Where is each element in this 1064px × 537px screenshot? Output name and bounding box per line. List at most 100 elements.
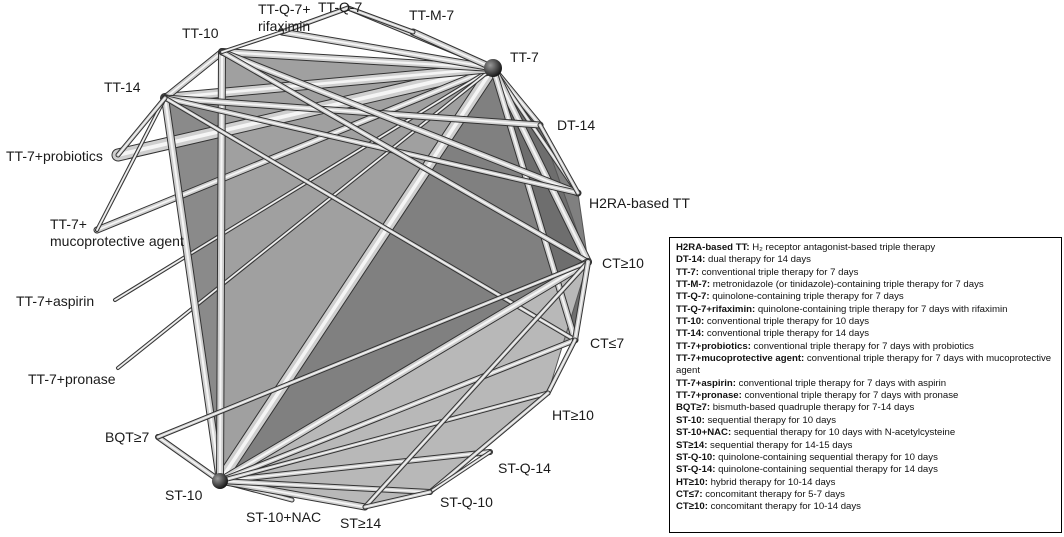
- edge-tt14-dt14: [161, 94, 544, 129]
- node-label-st10: ST-10: [165, 487, 203, 503]
- node-st10: [212, 473, 228, 489]
- legend-term: ST-10+NAC:: [676, 427, 732, 439]
- edge-tt10-h2ra: [218, 48, 582, 197]
- legend-row: ST-10+NAC: sequential therapy for 10 day…: [676, 427, 1055, 439]
- edge-tt7-st10: [214, 62, 499, 487]
- legend-row: TT-Q-7: quinolone-containing triple ther…: [676, 291, 1055, 303]
- edge-ttmuco-tt14: [95, 96, 167, 232]
- edges-layer: [93, 5, 592, 511]
- node-tt7: [484, 59, 502, 77]
- edge-tt7-ct10: [489, 64, 592, 266]
- node-label-h2ra: H2RA-based TT: [589, 195, 690, 211]
- legend-row: CT≤7: concomitant therapy for 5-7 days: [676, 489, 1055, 501]
- legend-row: ST-Q-14: quinolone-containing sequential…: [676, 464, 1055, 476]
- legend-desc: conventional triple therapy for 14 days: [704, 328, 870, 340]
- node-label-ht10: HT≥10: [552, 407, 594, 423]
- edge-ttprob-tt14: [115, 95, 168, 158]
- legend-desc: H₂ receptor antagonist-based triple ther…: [749, 242, 936, 253]
- legend-desc: quinolone-containing triple therapy for …: [709, 291, 904, 303]
- legend-desc: bismuth-based quadruple therapy for 7-14…: [710, 402, 915, 414]
- legend-term: TT-10:: [676, 316, 705, 328]
- legend-row: TT-7+aspirin: conventional triple therap…: [676, 378, 1055, 390]
- legend-desc: conventional triple therapy for 7 days w…: [676, 353, 1052, 377]
- node-label-ttqrif: TT-Q-7+rifaximin: [258, 1, 311, 34]
- node-label-stq14: ST-Q-14: [498, 460, 551, 476]
- node-label-tt14: TT-14: [104, 79, 141, 95]
- legend-desc: sequential therapy for 14-15 days: [707, 439, 853, 451]
- legend-term: H2RA-based TT:: [676, 242, 750, 253]
- legend-row: H2RA-based TT: H₂ receptor antagonist-ba…: [676, 242, 1055, 254]
- node-label-st14: ST≥14: [340, 515, 381, 531]
- legend-term: ST-Q-10:: [676, 451, 716, 463]
- edge-tt10-tt7: [218, 48, 497, 72]
- legend-term: TT-7+aspirin:: [676, 377, 736, 389]
- legend-term: TT-Q-7+rifaximin:: [676, 303, 756, 315]
- legend-row: ST-10: sequential therapy for 10 days: [676, 415, 1055, 427]
- legend-desc: conventional triple therapy for 7 days w…: [750, 340, 974, 352]
- edge-dt14-h2ra: [537, 122, 581, 196]
- legend-term: TT-7+probiotics:: [676, 340, 751, 352]
- legend-row: TT-7: conventional triple therapy for 7 …: [676, 267, 1055, 279]
- legend-desc: quinolone-containing sequential therapy …: [715, 451, 938, 463]
- node-label-dt14: DT-14: [557, 117, 595, 133]
- legend-row: ST≥14: sequential therapy for 14-15 days: [676, 440, 1055, 452]
- legend-row: DT-14: dual therapy for 14 days: [676, 254, 1055, 266]
- legend-row: CT≥10: concomitant therapy for 10-14 day…: [676, 501, 1055, 513]
- node-label-tt10: TT-10: [182, 25, 219, 41]
- edge-ttq7-ttm7: [345, 5, 416, 35]
- node-label-ct10: CT≥10: [602, 255, 644, 271]
- edge-ttmuco-tt7: [93, 64, 497, 234]
- edge-st10-ct10: [216, 258, 592, 485]
- legend-term: CT≤7:: [676, 488, 703, 500]
- edge-ct7-ht10: [545, 337, 578, 396]
- legend-row: TT-M-7: metronidazole (or tinidazole)-co…: [676, 279, 1055, 291]
- legend-row: TT-7+mucoprotective agent: conventional …: [676, 353, 1055, 378]
- legend-term: HT≥10:: [676, 476, 708, 488]
- node-label-stq10: ST-Q-10: [440, 494, 493, 510]
- legend-term: TT-7+mucoprotective agent:: [676, 353, 805, 365]
- legend-row: TT-7+pronase: conventional triple therap…: [676, 390, 1055, 402]
- legend-term: TT-14:: [676, 328, 705, 340]
- edge-tt10-ttqrif: [220, 30, 284, 54]
- node-label-st10nac: ST-10+NAC: [246, 509, 321, 525]
- legend-row: TT-14: conventional triple therapy for 1…: [676, 328, 1055, 340]
- node-label-ttprob: TT-7+probiotics: [6, 148, 103, 164]
- node-label-ttasp: TT-7+aspirin: [16, 293, 94, 309]
- edge-tt14-ct7: [162, 95, 578, 343]
- legend-term: TT-Q-7:: [676, 291, 710, 303]
- edge-tt10-st10: [216, 48, 226, 485]
- node-label-bqt7: BQT≥7: [105, 429, 149, 445]
- edge-st14-stq10: [362, 489, 433, 510]
- node-label-ttm7: TT-M-7: [409, 7, 454, 23]
- legend-desc: conventional triple therapy for 7 days w…: [735, 377, 947, 389]
- legend-row: TT-7+probiotics: conventional triple the…: [676, 341, 1055, 353]
- legend-desc: conventional triple therapy for 10 days: [704, 316, 870, 328]
- legend-desc: dual therapy for 14 days: [705, 254, 811, 266]
- edge-st14-ct10: [362, 259, 591, 510]
- legend-desc: metronidazole (or tinidazole)-containing…: [710, 279, 984, 291]
- legend-desc: conventional triple therapy for 7 days: [698, 266, 859, 278]
- edge-tt14-h2ra: [162, 95, 581, 196]
- nodes-layer: [212, 59, 502, 489]
- legend-term: TT-M-7:: [676, 279, 711, 291]
- legend-desc: hybrid therapy for 10-14 days: [707, 476, 836, 488]
- node-label-ttmuco: TT-7+mucoprotective agent: [50, 216, 184, 249]
- legend-desc: sequential therapy for 10 days with N-ac…: [731, 427, 956, 439]
- legend-desc: concomitant therapy for 5-7 days: [702, 488, 845, 500]
- legend-desc: concomitant therapy for 10-14 days: [707, 501, 861, 513]
- legend-box: H2RA-based TT: H₂ receptor antagonist-ba…: [669, 237, 1062, 533]
- edge-ct10-ct7: [572, 259, 591, 343]
- legend-desc: quinolone-containing triple therapy for …: [755, 303, 1008, 315]
- legend-desc: sequential therapy for 10 days: [704, 414, 836, 426]
- edge-st10-stq14: [217, 449, 493, 484]
- edge-st10-stq10: [217, 478, 433, 495]
- legend-row: ST-Q-10: quinolone-containing sequential…: [676, 452, 1055, 464]
- edge-ttqrif-tt7: [278, 28, 497, 72]
- edge-ht10-stq10: [427, 390, 551, 495]
- edge-ttasp-tt7: [113, 66, 495, 302]
- edge-tt10-ct10: [219, 49, 591, 265]
- legend-desc: quinolone-containing sequential therapy …: [715, 464, 938, 476]
- edge-st10-st14: [216, 477, 369, 511]
